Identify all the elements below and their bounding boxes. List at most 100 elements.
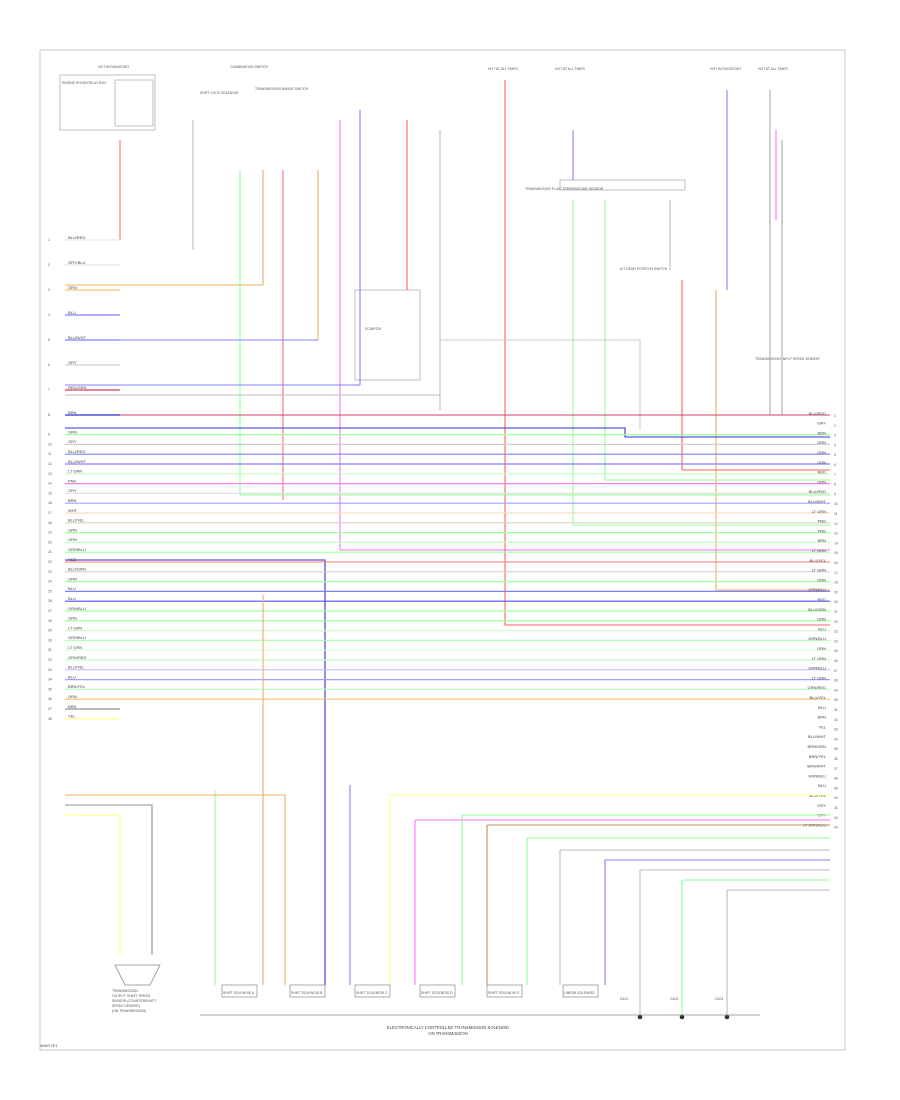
wire-label-left: BLU bbox=[68, 596, 76, 601]
pin-number-right: 17 bbox=[834, 571, 838, 575]
pin-number-left: 8 bbox=[48, 413, 50, 417]
wire-label-right: BLU/WHT bbox=[808, 734, 827, 739]
wire-label-right: RED bbox=[818, 597, 827, 602]
solenoid-label: LINEAR SOLENOID bbox=[564, 991, 595, 995]
wire-label-left: WHT bbox=[68, 508, 78, 513]
ground-label-group: G101 G102 G103 bbox=[620, 997, 723, 1001]
ground-dot bbox=[724, 1014, 730, 1020]
wire-label-right: LT GRN bbox=[812, 656, 826, 661]
wire-label-right: BRN/YEL bbox=[809, 754, 827, 759]
wire-label-left: BRN bbox=[68, 704, 77, 709]
wire-label-right: LT GRN bbox=[812, 548, 826, 553]
wire-label-left: BLU/WHT bbox=[68, 459, 87, 464]
wire-yellow-bottom bbox=[65, 814, 121, 955]
wire-label-left: LT GRN bbox=[68, 469, 82, 474]
wire-label-right: BLU/WHT bbox=[808, 499, 827, 504]
wire-label-right: GRN bbox=[817, 577, 826, 582]
wire-label-left: GRN bbox=[68, 429, 77, 434]
pin-number-left: 16 bbox=[48, 501, 52, 505]
wire-label-right: GRN/RED bbox=[808, 685, 827, 690]
pin-number-right: 9 bbox=[834, 492, 836, 496]
pin-number-right: 28 bbox=[834, 679, 838, 683]
ground-dot bbox=[679, 1014, 685, 1020]
wire-label-right: GRN/BLU bbox=[808, 587, 826, 592]
bottom-title-line1: ELECTRONICALLY CONTROLLED TRANSMISSION S… bbox=[387, 1025, 509, 1030]
right-label-group: BLU/RED1GRY2BRN3GRN4GRN5GRN6RED7GRN8BLU/… bbox=[803, 411, 838, 830]
wire-label-left: ORN bbox=[68, 694, 77, 699]
wire-label-left: GRN bbox=[68, 576, 77, 581]
pin-number-right: 42 bbox=[834, 816, 838, 820]
pin-number-left: 13 bbox=[48, 472, 52, 476]
pin-number-left: 1 bbox=[48, 238, 50, 242]
pin-number-left: 15 bbox=[48, 491, 52, 495]
wire-label-left: GRN/RED bbox=[68, 655, 87, 660]
vertical-wires bbox=[119, 80, 783, 625]
wire-label-left: GRY/BLU bbox=[68, 260, 86, 265]
wire-label-left: BLU/RED bbox=[68, 449, 85, 454]
wire-label-left: LT GRN bbox=[68, 625, 82, 630]
wire-label-left: GRY bbox=[68, 360, 77, 365]
pin-number-left: 19 bbox=[48, 531, 52, 535]
component-label: TRANSMISSION RANGE SWITCH bbox=[255, 87, 309, 91]
wire-label-right: LT GRN bbox=[812, 568, 826, 573]
pin-number-right: 29 bbox=[834, 688, 838, 692]
left-wire-group: BLU/RED1GRY/BLU2ORN3BLU4BLU/WHT5GRY6RED/… bbox=[48, 235, 830, 721]
solenoid-box-a bbox=[221, 984, 258, 998]
wire-label-right: LT GRN bbox=[812, 509, 826, 514]
wire-label-right: BRN bbox=[818, 538, 827, 543]
pin-number-right: 6 bbox=[834, 463, 836, 467]
wire-label-left: BLU bbox=[68, 586, 76, 591]
wire-label-right: BRN bbox=[818, 715, 827, 720]
pin-number-right: 41 bbox=[834, 806, 838, 810]
ground-symbols bbox=[637, 1014, 730, 1020]
pin-number-right: 3 bbox=[834, 434, 836, 438]
pin-number-right: 26 bbox=[834, 659, 838, 663]
switch-box bbox=[559, 179, 686, 191]
pin-number-right: 12 bbox=[834, 522, 838, 526]
top-label: HOT AT ALL TIMES bbox=[488, 67, 519, 71]
top-components bbox=[59, 74, 686, 381]
sensor-label: SENSOR (COUNTERSHAFT bbox=[112, 999, 156, 1003]
pin-number-right: 21 bbox=[834, 610, 838, 614]
wire-label-right: RED bbox=[818, 470, 827, 475]
wire-label-left: GRY bbox=[68, 439, 77, 444]
wire-label-left: GRN bbox=[68, 537, 77, 542]
top-label: COMBINATION SWITCH bbox=[230, 65, 269, 69]
pin-number-left: 5 bbox=[48, 338, 50, 342]
solenoid-box-b bbox=[289, 984, 326, 998]
pin-number-left: 37 bbox=[48, 707, 52, 711]
wire-label-left: YEL bbox=[68, 714, 76, 719]
wire-orange-b2 bbox=[65, 794, 286, 985]
pin-number-left: 21 bbox=[48, 550, 52, 554]
solenoid-boxes bbox=[221, 984, 599, 998]
sensor-label: TRANSMISSION bbox=[112, 989, 138, 993]
pin-number-right: 14 bbox=[834, 541, 838, 545]
wire-label-left: BRN bbox=[68, 410, 77, 415]
pin-number-left: 30 bbox=[48, 638, 52, 642]
pin-number-left: 32 bbox=[48, 658, 52, 662]
pin-number-right: 36 bbox=[834, 757, 838, 761]
wire-label-right: GRY bbox=[817, 803, 826, 808]
route-gray2 bbox=[440, 339, 641, 430]
wire-label-right: LT GRN bbox=[812, 675, 826, 680]
pin-number-right: 34 bbox=[834, 737, 838, 741]
wire-label-left: ORN bbox=[68, 285, 77, 290]
pin-number-right: 33 bbox=[834, 728, 838, 732]
ground-label: G103 bbox=[715, 997, 723, 1001]
wire-label-right: BLU bbox=[818, 705, 826, 710]
pin-number-right: 16 bbox=[834, 561, 838, 565]
wire-label-left: BRN/YEL bbox=[68, 684, 86, 689]
wire-label-left: BLU/YEL bbox=[68, 518, 85, 523]
solenoid-label: SHIFT SOLENOID E bbox=[488, 991, 520, 995]
component-label: TRANSMISSION FLUID TEMPERATURE SENSOR bbox=[525, 187, 604, 191]
route-blue3 bbox=[65, 427, 830, 438]
pin-number-left: 9 bbox=[48, 433, 50, 437]
wire-label-right: GRN bbox=[817, 440, 826, 445]
pin-number-right: 4 bbox=[834, 443, 836, 447]
ground-label: G102 bbox=[670, 997, 678, 1001]
diagram-border bbox=[39, 49, 846, 1051]
wire-label-left: PNK bbox=[68, 478, 77, 483]
wire-label-right: GRN bbox=[817, 479, 826, 484]
pin-number-left: 7 bbox=[48, 388, 50, 392]
top-label-group: HOT IN RUN/START COMBINATION SWITCH HOT … bbox=[98, 65, 789, 71]
